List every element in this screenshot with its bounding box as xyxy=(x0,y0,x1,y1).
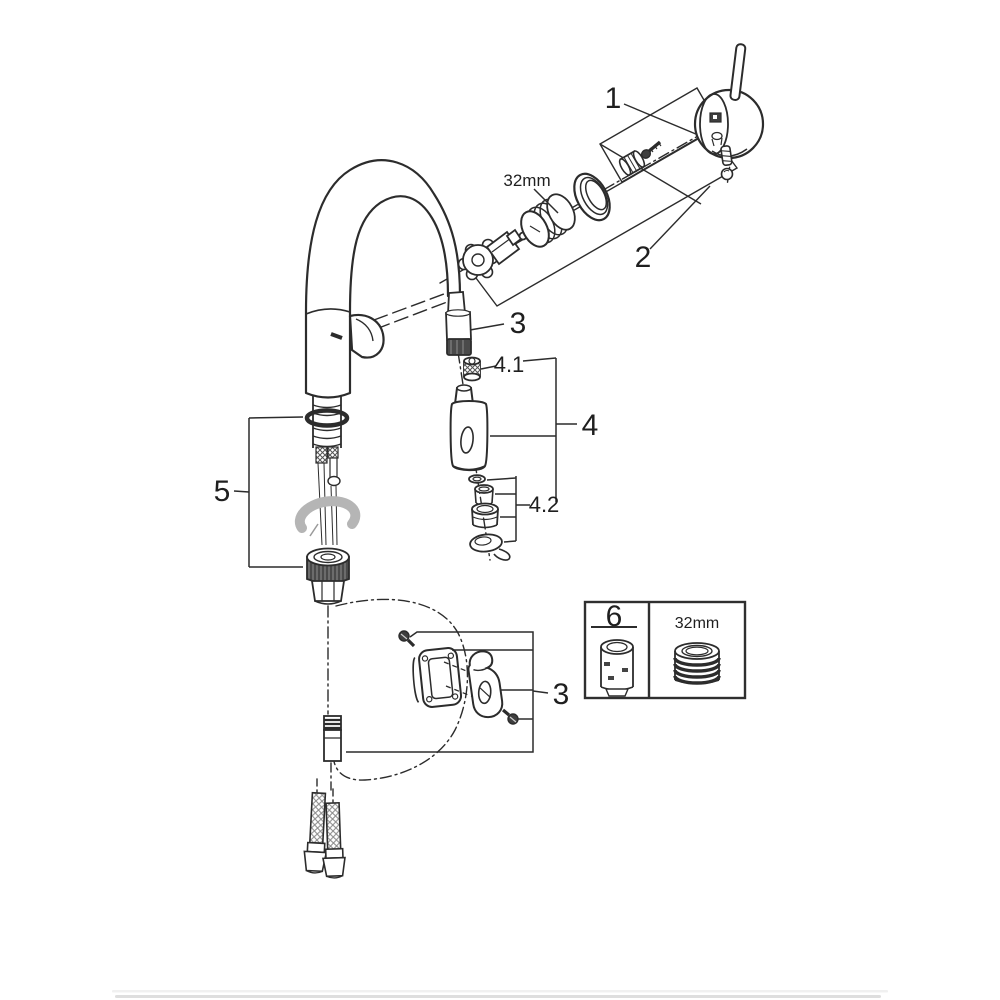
spout-and-column xyxy=(304,159,462,399)
legend-box xyxy=(583,600,747,700)
spray-head-slot xyxy=(460,426,474,454)
lever-mount xyxy=(348,313,385,359)
mounting-stud xyxy=(315,446,328,464)
cap-nut xyxy=(618,149,646,177)
holder-screw-1 xyxy=(398,630,416,648)
horseshoe-washer xyxy=(294,496,361,533)
cartridge xyxy=(457,228,528,281)
o-ring xyxy=(304,408,350,428)
body-marking xyxy=(330,332,343,340)
handle-spring xyxy=(720,145,734,181)
legend-ring-icon xyxy=(673,642,721,685)
threaded-ring-32mm xyxy=(520,193,576,248)
callout-4-1: 4.1 xyxy=(494,352,525,377)
leader-1 xyxy=(623,103,704,138)
threaded-shank xyxy=(312,404,342,448)
callout-2: 2 xyxy=(635,241,652,274)
supply-hose-left xyxy=(308,791,327,845)
dim-32mm-legend: 32mm xyxy=(675,615,719,632)
callout-5: 5 xyxy=(214,475,231,508)
callout-3-hose: 3 xyxy=(510,307,527,340)
hose-coupling xyxy=(445,291,472,356)
callout-brackets xyxy=(233,188,577,753)
callout-1: 1 xyxy=(605,82,622,115)
escutcheon-plate xyxy=(412,647,463,708)
callout-3-holder: 3 xyxy=(553,678,570,711)
coupling-knurl xyxy=(446,338,472,356)
spray-face xyxy=(469,533,503,553)
holder-group xyxy=(398,630,519,725)
handle-pin xyxy=(729,43,747,101)
aerator-parts xyxy=(468,474,511,561)
stud-ball-tip xyxy=(327,475,341,487)
spray-head-holder xyxy=(467,650,504,719)
mounting-nut-hex xyxy=(310,580,346,602)
mounting-stud-2 xyxy=(327,446,339,459)
handle-screw xyxy=(640,140,662,159)
mounting-group xyxy=(294,396,361,605)
bottom-divider xyxy=(112,990,888,998)
legend-number: 6 xyxy=(606,600,623,633)
spray-head xyxy=(449,384,489,472)
dim-32mm-top: 32mm xyxy=(503,171,550,190)
dome-ring xyxy=(573,172,611,222)
supply-hose-right xyxy=(325,801,342,853)
callout-4-2: 4.2 xyxy=(529,492,560,517)
supply-hoses xyxy=(303,791,346,879)
legend-cartridge-icon xyxy=(600,639,634,697)
lever-handle xyxy=(693,43,765,160)
hose-connector xyxy=(323,715,342,762)
holder-callout-box xyxy=(346,631,534,753)
check-valve xyxy=(463,356,481,382)
holder-screw-2 xyxy=(501,708,519,725)
callout-4: 4 xyxy=(582,409,599,442)
faucet-body xyxy=(304,159,462,399)
hose-routing-path xyxy=(332,598,469,781)
leader-2 xyxy=(649,185,711,250)
